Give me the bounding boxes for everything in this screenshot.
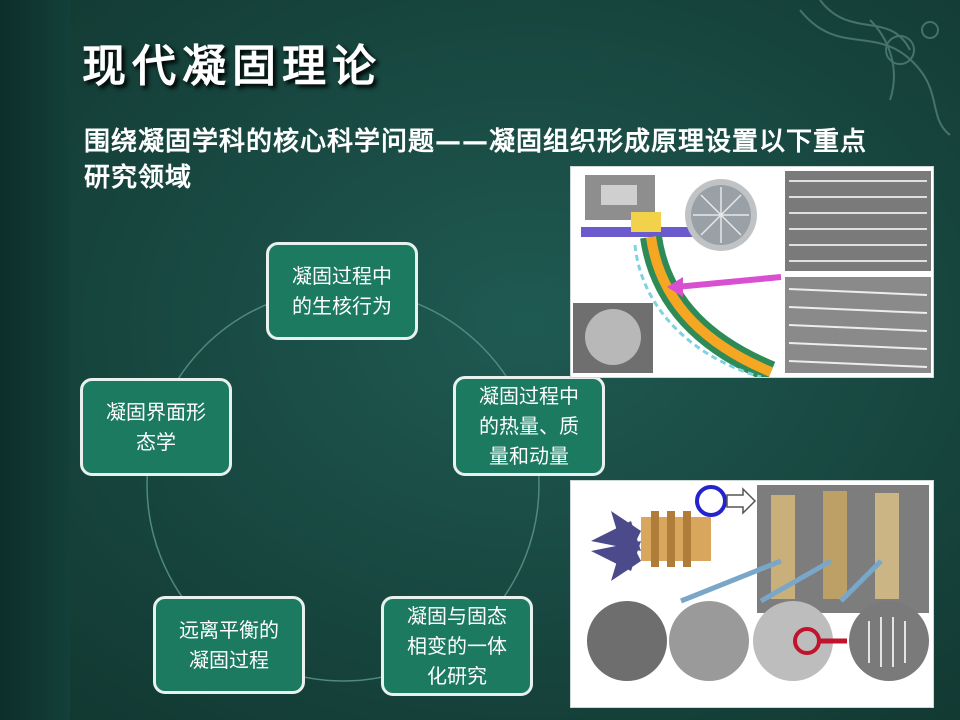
casting-dendrite-image xyxy=(570,166,934,383)
floral-ornament-icon xyxy=(799,0,951,136)
cycle-node-non-equilibrium: 远离平衡的 凝固过程 xyxy=(153,596,305,694)
slide-title: 现代凝固理论 xyxy=(82,41,382,92)
slide-subtitle: 围绕凝固学科的核心科学问题——凝固组织形成原理设置以下重点研究领域 xyxy=(84,127,868,193)
turbine-blade-image xyxy=(570,480,934,708)
left-decor-strip xyxy=(0,0,70,720)
cycle-node-solid-state-transformation: 凝固与固态 相变的一体 化研究 xyxy=(381,596,533,696)
cycle-node-heat-mass-momentum: 凝固过程中 的热量、质 量和动量 xyxy=(453,376,605,476)
cycle-node-nucleation: 凝固过程中 的生核行为 xyxy=(266,242,418,340)
cycle-node-interface-morphology: 凝固界面形 态学 xyxy=(80,378,232,476)
